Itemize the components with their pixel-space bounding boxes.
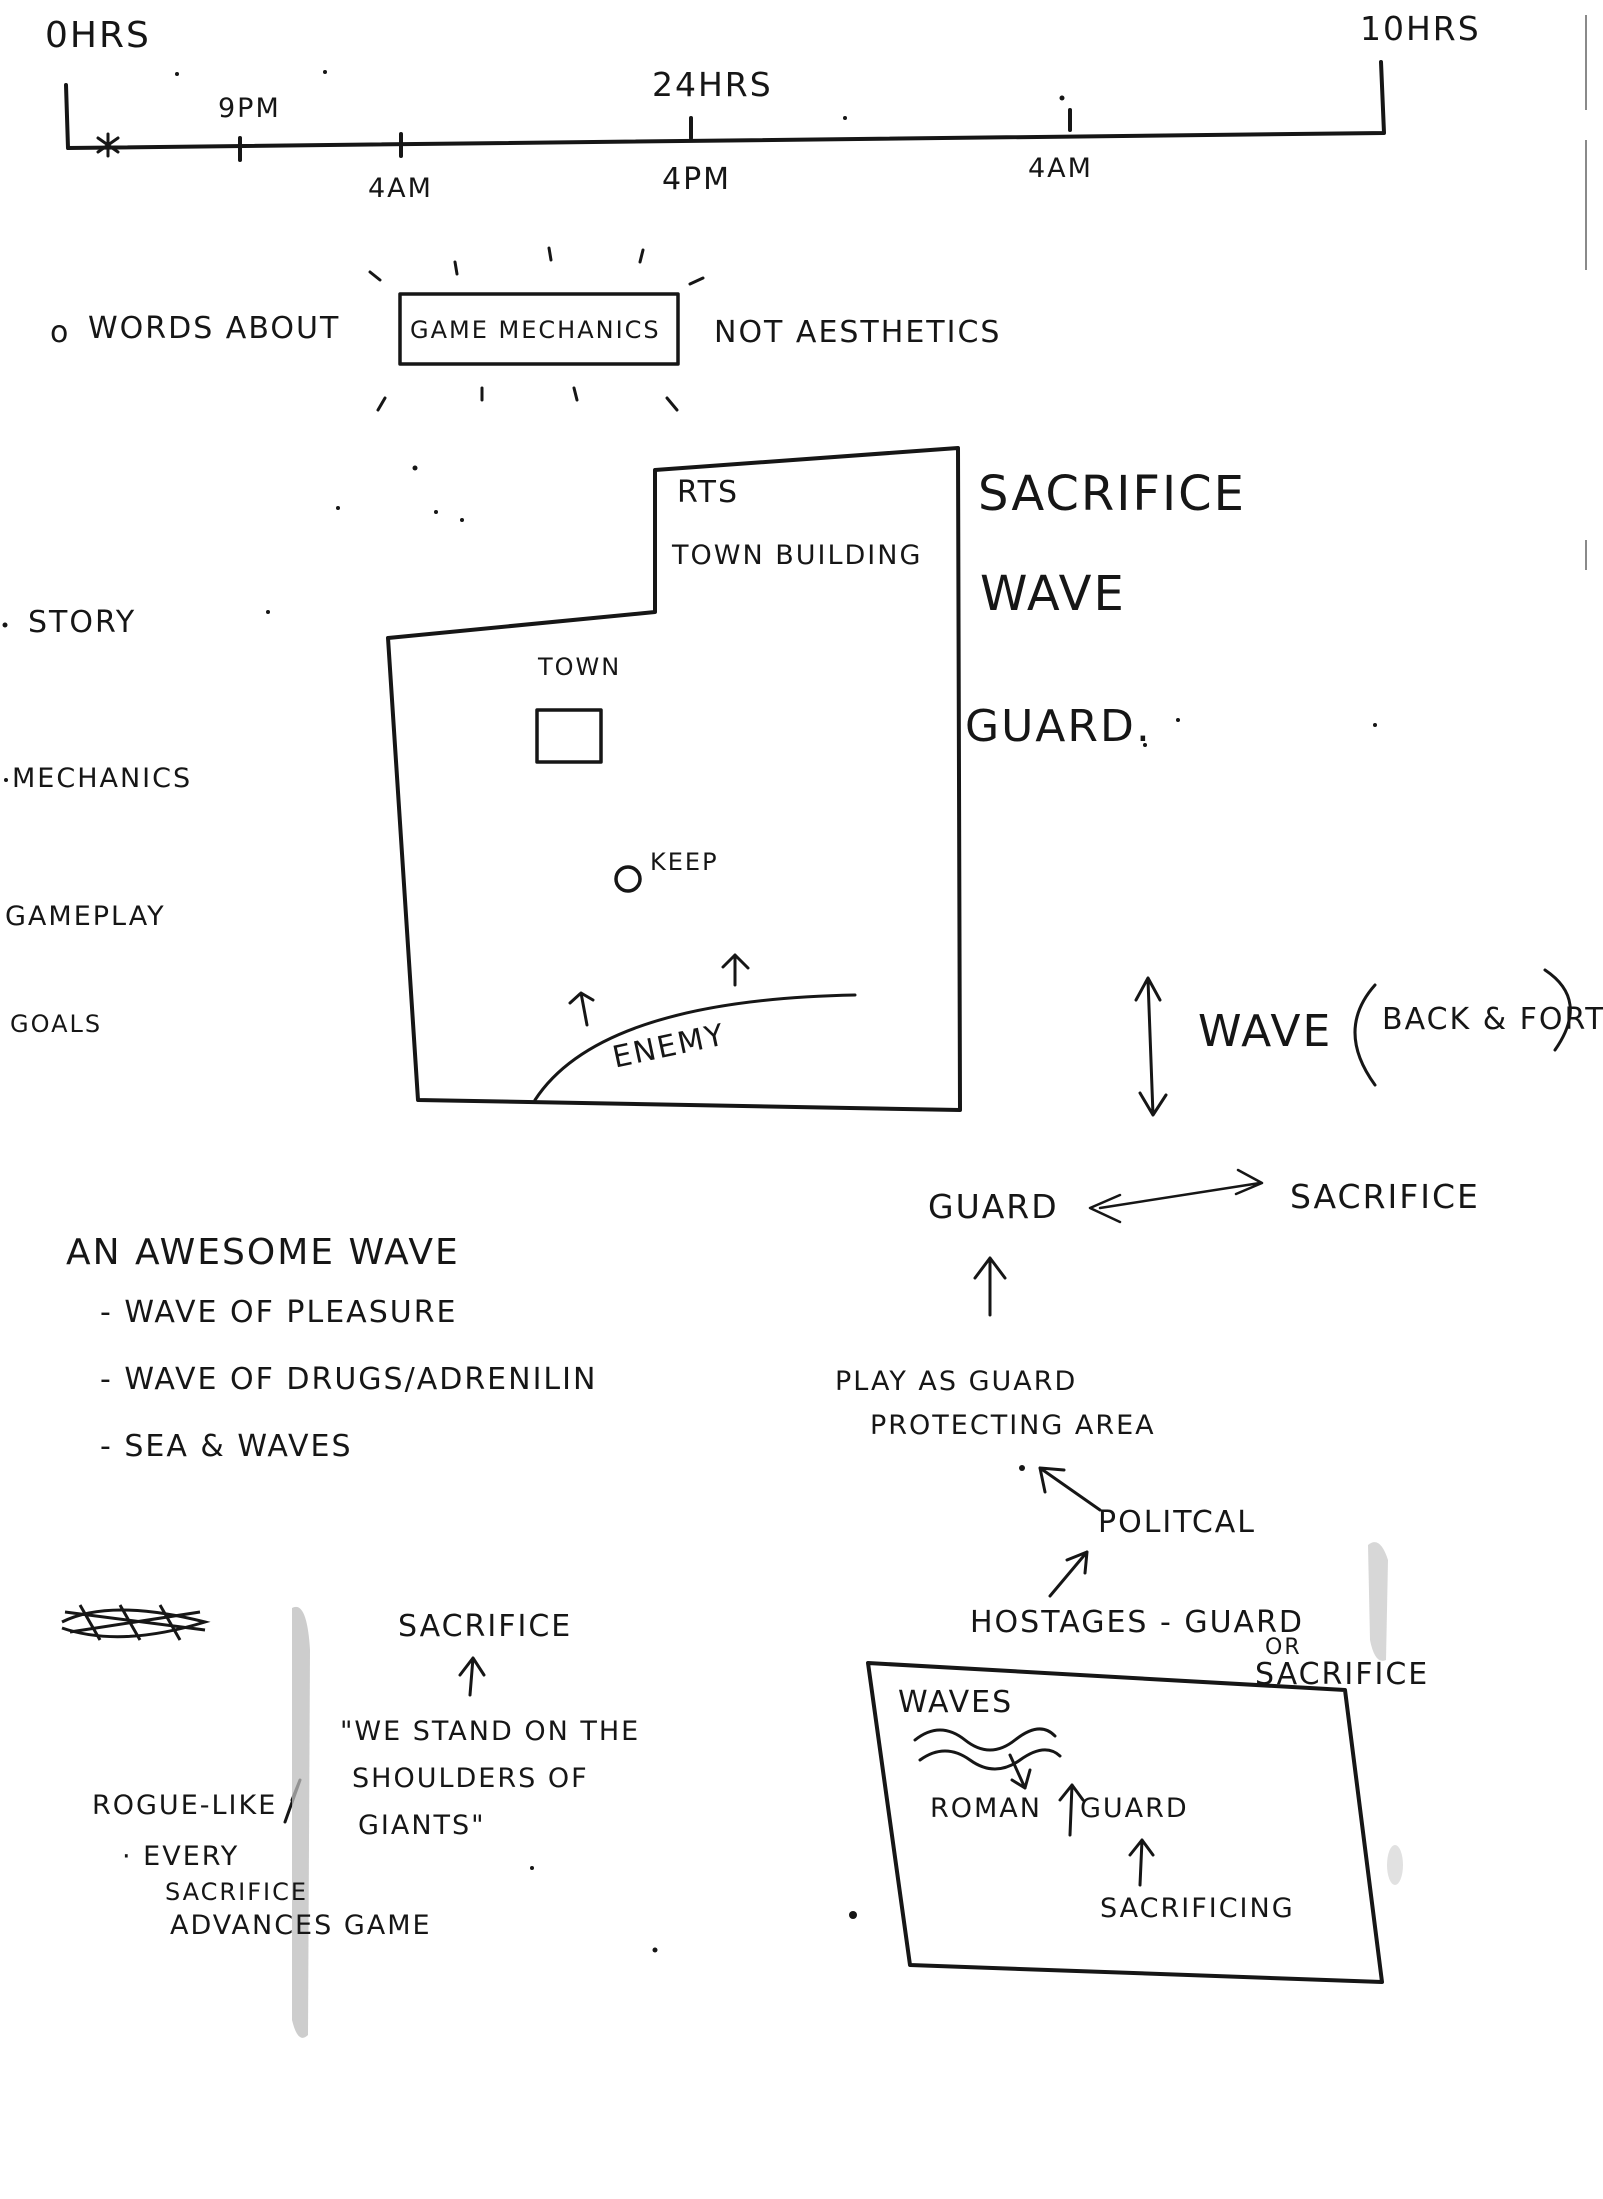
crossed-out-word (61, 1604, 211, 1641)
timeline-start-star (96, 132, 120, 158)
words-about-text: WORDS ABOUT (88, 311, 341, 346)
guard-row-right: SACRIFICE (1290, 1177, 1480, 1216)
box-waves-label: WAVES (898, 1685, 1014, 1720)
waves-arrow (1008, 1753, 1032, 1790)
bullet-every-text: EVERY (143, 1841, 240, 1872)
wave-double-arrow (1134, 976, 1168, 1117)
wave-paren-text: BACK & FORTH (1382, 1002, 1603, 1037)
map-town-label: TOWN (538, 653, 622, 681)
bullet-advances-game: ADVANCES GAME (170, 1910, 432, 1941)
side-item-mechanics: MECHANICS (12, 763, 193, 794)
quote-line-3: GIANTS" (358, 1810, 486, 1841)
timeline-mark-4pm: 4PM (662, 162, 732, 197)
timeline-mark-4am-2: 4AM (1028, 153, 1093, 184)
up-arrow-hostages (1048, 1550, 1089, 1598)
bullet-dot: o (50, 315, 71, 350)
map-item-rts: RTS (677, 475, 740, 510)
hostages-label: HOSTAGES - GUARD (970, 1605, 1305, 1640)
awesome-item-1: - WAVE OF PLEASURE (100, 1295, 458, 1330)
side-item-gameplay: GAMEPLAY (5, 901, 166, 932)
timeline-start-label: 0HRS (45, 15, 151, 56)
up-arrow-political (1038, 1466, 1102, 1512)
wave-paren-right (1543, 968, 1572, 1052)
box-sacrificing-label: SACRIFICING (1100, 1893, 1295, 1924)
right-word-wave: WAVE (980, 566, 1126, 622)
right-word-sacrifice: SACRIFICE (978, 466, 1246, 522)
wave-label: WAVE (1198, 1006, 1333, 1057)
timeline-line (64, 60, 1386, 150)
timeline-end-label: 10HRS (1360, 9, 1481, 48)
game-mechanics-box (398, 292, 680, 366)
hostages-or: OR (1265, 1635, 1302, 1660)
quote-line-1: "WE STAND ON THE (340, 1716, 641, 1747)
political-label: POLITCAL (1098, 1505, 1257, 1540)
wave-paren-left (1353, 983, 1377, 1087)
not-aesthetics-text: NOT AESTHETICS (714, 315, 1002, 350)
side-item-story: STORY (28, 605, 137, 640)
hostages-sacrifice: SACRIFICE (1255, 1657, 1430, 1692)
game-mechanics-text: GAME MECHANICS (410, 316, 661, 344)
emphasis-rays (368, 246, 705, 412)
guard-row-left: GUARD (928, 1187, 1059, 1226)
play-as-line-2: PROTECTING AREA (870, 1410, 1156, 1441)
sacrificing-arrow (1128, 1838, 1155, 1887)
map-outline (386, 446, 962, 1112)
awesome-item-2: - WAVE OF DRUGS/ADRENILIN (100, 1362, 598, 1397)
box-roman-label: ROMAN (930, 1793, 1042, 1824)
keep-circle (614, 865, 642, 893)
enemy-arc (533, 993, 857, 1102)
town-square (535, 708, 603, 764)
bottom-box-outline (866, 1661, 1384, 1984)
roguelike-label: ROGUE-LIKE (92, 1790, 278, 1821)
map-arrow (721, 953, 750, 987)
side-item-goals: GOALS (10, 1010, 103, 1038)
up-arrow-guard (973, 1256, 1007, 1317)
timeline-mark-4am: 4AM (368, 173, 433, 204)
map-arrow (568, 991, 595, 1027)
bullet-sacrifice: SACRIFICE (165, 1878, 308, 1906)
right-word-guard: GUARD. (965, 701, 1152, 752)
waves-squiggle (918, 1748, 1062, 1771)
specks (2, 70, 1377, 1953)
awesome-item-3: - SEA & WAVES (100, 1429, 353, 1464)
awesome-title: AN AWESOME WAVE (66, 1232, 460, 1273)
timeline-mark-9pm: 9PM (218, 93, 281, 124)
map-keep-label: KEEP (650, 848, 719, 876)
bottom-sacrifice-label: SACRIFICE (398, 1609, 573, 1644)
map-item-town-building: TOWN BUILDING (672, 540, 923, 571)
bullet-every: · EVERY (122, 1841, 240, 1872)
box-guard-label: GUARD (1080, 1793, 1189, 1824)
timeline-mid-label: 24HRS (652, 65, 773, 104)
sacrifice-up-arrow (458, 1656, 486, 1697)
play-as-line-1: PLAY AS GUARD (835, 1366, 1078, 1397)
waves-squiggle (913, 1727, 1057, 1752)
guard-arrow (1058, 1783, 1085, 1837)
smudges (292, 1542, 1403, 2038)
quote-line-2: SHOULDERS OF (352, 1763, 589, 1794)
guard-sacrifice-arrow (1088, 1168, 1264, 1224)
